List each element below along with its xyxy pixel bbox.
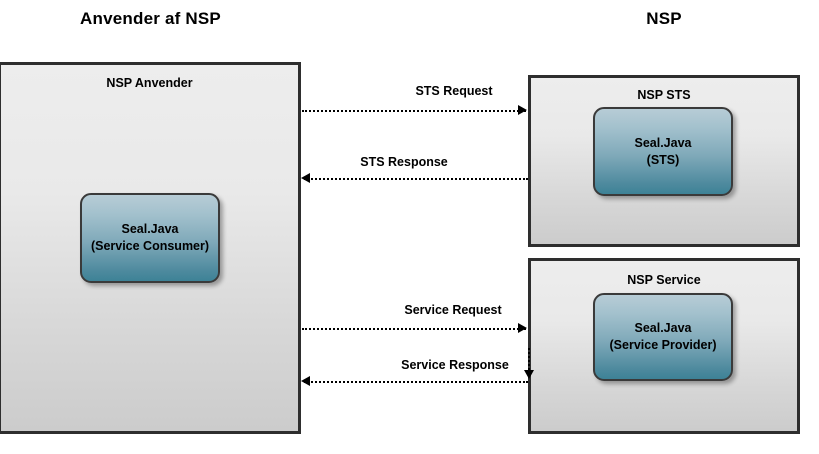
component-seal-java-service-provider[interactable]: Seal.Java (Service Provider) bbox=[593, 293, 733, 381]
connector-line-service-request[interactable] bbox=[302, 328, 526, 330]
connector-vline-service-response bbox=[528, 348, 530, 374]
component-subtitle: (Service Provider) bbox=[609, 338, 717, 352]
connector-label-sts-response: STS Response bbox=[360, 155, 448, 169]
connector-line-sts-request[interactable] bbox=[302, 110, 526, 112]
arrow-right-icon bbox=[518, 105, 527, 115]
zone-label-nsp-anvender: NSP Anvender bbox=[106, 76, 193, 90]
connector-label-service-request: Service Request bbox=[404, 303, 502, 317]
component-title: Seal.Java bbox=[634, 135, 692, 150]
column-title-left: Anvender af NSP bbox=[80, 9, 221, 28]
component-subtitle: (Service Consumer) bbox=[90, 239, 210, 253]
component-title: Seal.Java bbox=[121, 222, 179, 236]
arrow-down-icon bbox=[524, 370, 534, 379]
arrow-left-icon bbox=[301, 376, 310, 386]
arrow-right-icon bbox=[518, 323, 527, 333]
component-seal-java-service-consumer[interactable]: Seal.Java (Service Consumer) bbox=[80, 193, 220, 283]
column-title-right: NSP bbox=[646, 9, 682, 28]
zone-label-nsp-service: NSP Service bbox=[627, 273, 701, 287]
connector-line-service-response[interactable] bbox=[304, 381, 528, 383]
connector-label-sts-request: STS Request bbox=[415, 84, 493, 98]
zone-label-nsp-sts: NSP STS bbox=[637, 88, 691, 102]
arrow-left-icon bbox=[301, 173, 310, 183]
connector-line-sts-response[interactable] bbox=[304, 178, 528, 180]
component-subtitle: (STS) bbox=[646, 152, 680, 167]
component-title: Seal.Java bbox=[634, 321, 692, 335]
component-seal-java-sts[interactable]: Seal.Java (STS) bbox=[593, 107, 733, 196]
zone-nsp-sts[interactable]: NSP STS bbox=[528, 75, 800, 247]
connector-label-service-response: Service Response bbox=[401, 358, 509, 372]
